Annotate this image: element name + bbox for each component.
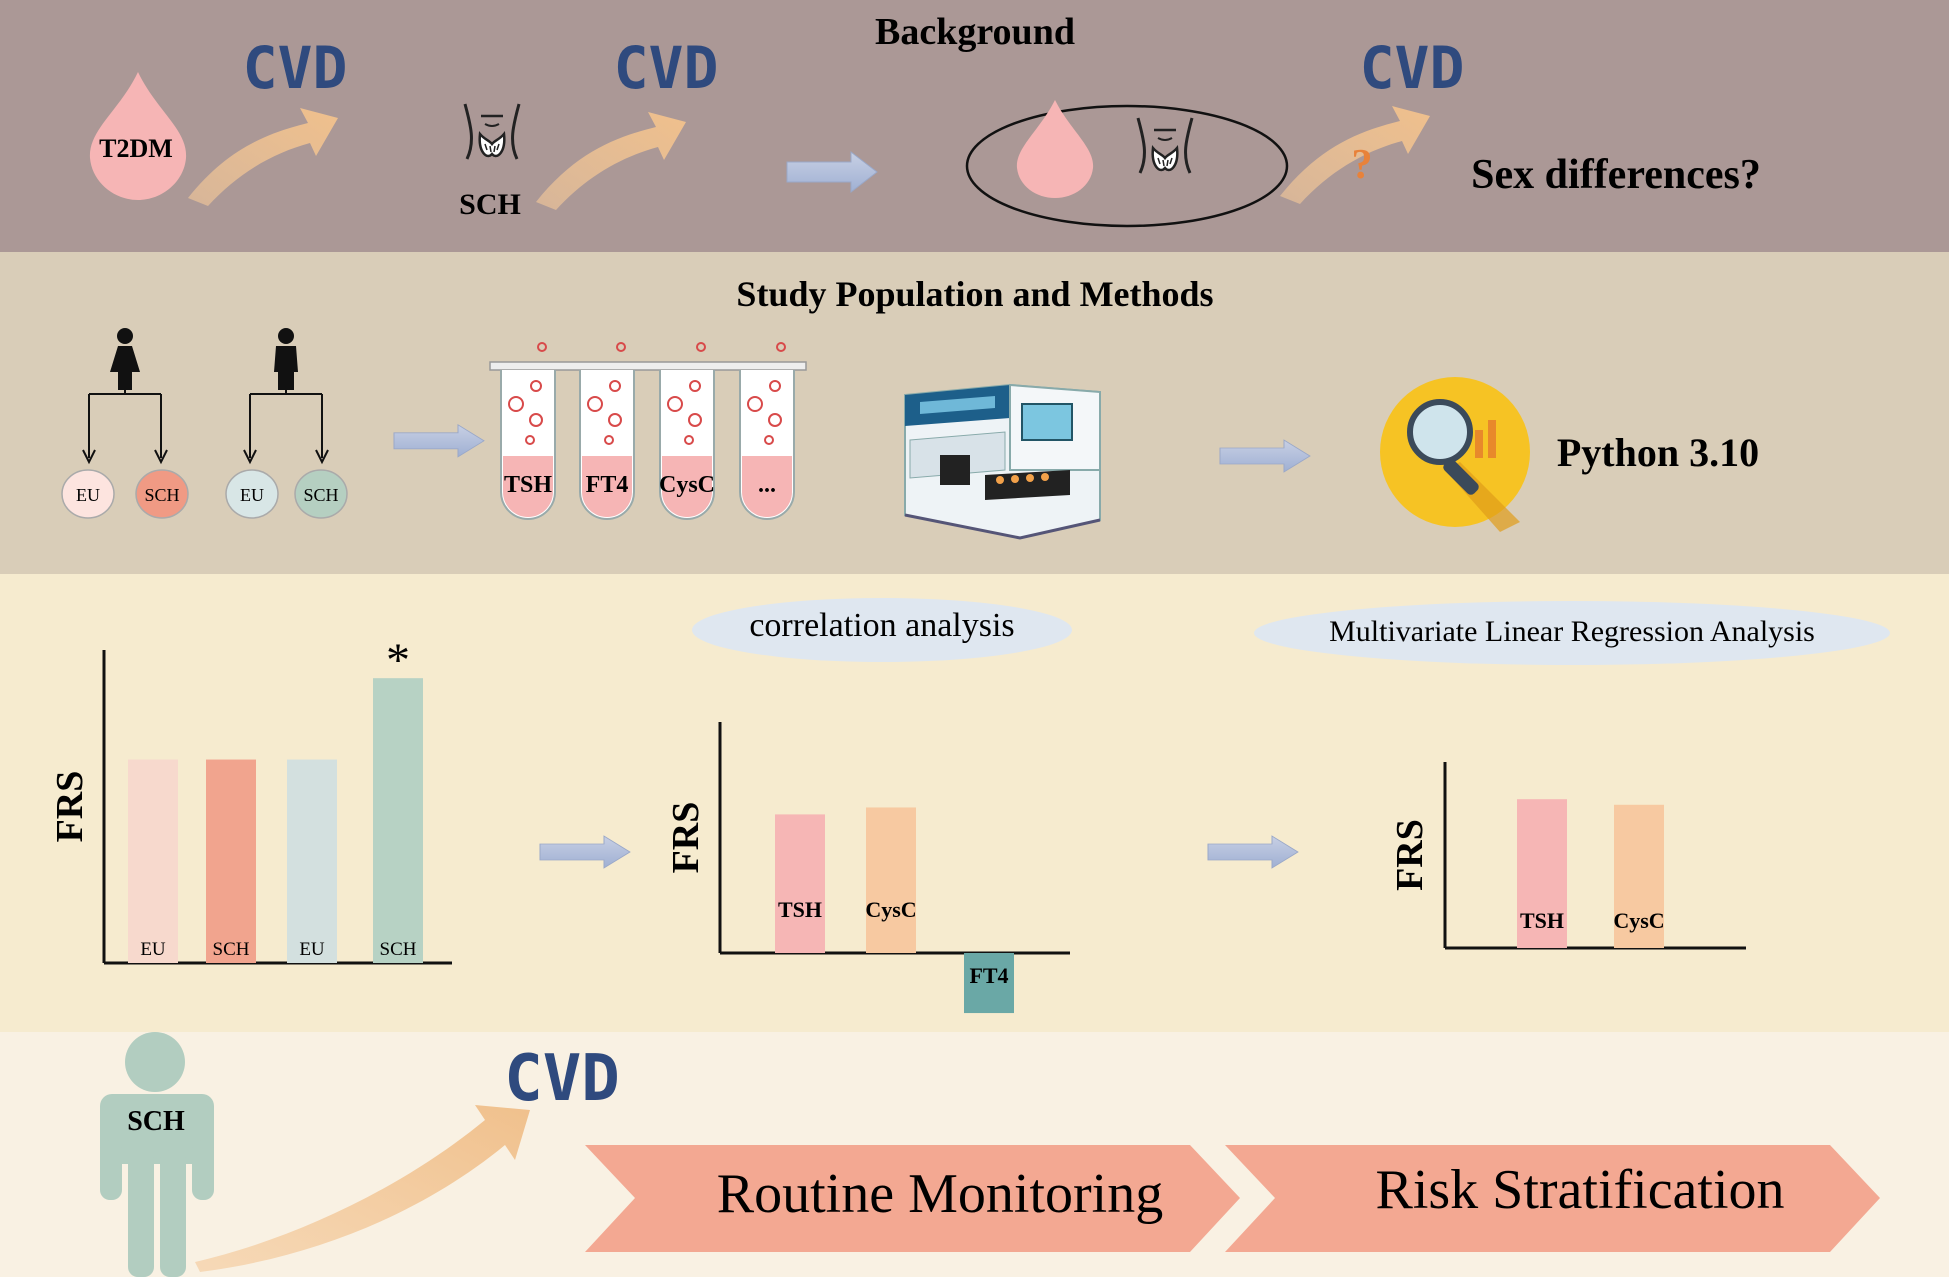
bar	[287, 759, 337, 963]
bubble-dot	[537, 342, 547, 352]
y-axis-label: FRS	[49, 771, 91, 843]
bubble-dot	[684, 435, 694, 445]
correlation-bubble	[692, 598, 1072, 662]
bubble-dot	[768, 413, 782, 427]
tube-liquid	[503, 456, 553, 517]
routine-monitoring-label: Routine Monitoring	[717, 1163, 1163, 1225]
bar	[206, 759, 256, 963]
sex-differences-label: Sex differences?	[1471, 152, 1761, 198]
bar-label: FT4	[969, 963, 1008, 988]
chart-frs-groups: FRS EU SCH EU SCH *	[49, 634, 452, 965]
bubble-dot	[530, 380, 542, 392]
bar-label: SCH	[213, 939, 250, 960]
routine-monitoring-chevron	[585, 1145, 1240, 1252]
risk-stratification-label: Risk Stratification	[1375, 1159, 1784, 1221]
bar	[1517, 799, 1567, 948]
group-bubble-sch	[135, 469, 189, 519]
analyzer-machine-icon	[904, 383, 1101, 540]
group-label: EU	[240, 485, 264, 505]
combination-ellipse	[965, 104, 1289, 228]
bar	[1614, 804, 1664, 948]
bar	[964, 953, 1014, 1014]
bar	[775, 814, 825, 953]
chart-regression: FRS TSH CysC	[1389, 762, 1746, 950]
question-mark-icon: ?	[1352, 142, 1373, 188]
tube-liquid	[742, 456, 792, 517]
methods-panel: Study Population and Methods EU SCH EU S…	[0, 252, 1949, 574]
male-icon	[274, 328, 298, 390]
drop-icon	[1016, 100, 1094, 198]
correlation-label: correlation analysis	[749, 607, 1014, 644]
t2dm-label: T2DM	[99, 134, 173, 163]
increase-arrow-icon	[195, 1105, 530, 1272]
bar-label: CysC	[865, 897, 916, 922]
python-label: Python 3.10	[1557, 430, 1759, 475]
background-title: Background	[875, 11, 1075, 53]
bubble-dot	[525, 435, 535, 445]
test-tubes: TSH FT4 CysC...	[500, 342, 795, 520]
bubble-dot	[688, 413, 702, 427]
significance-star: *	[386, 634, 410, 687]
female-icon	[110, 328, 140, 390]
bubble-dot	[604, 435, 614, 445]
person-icon	[100, 1032, 214, 1277]
tube-label: TSH	[504, 472, 552, 498]
bubble-dot	[508, 396, 524, 412]
y-axis-label: FRS	[1389, 819, 1431, 891]
methods-title: Study Population and Methods	[736, 274, 1213, 314]
tube-label: FT4	[586, 472, 629, 498]
regression-label: Multivariate Linear Regression Analysis	[1329, 615, 1815, 648]
chart-correlation: FRS TSH CysC FT4	[665, 722, 1070, 1014]
python-search-icon	[1380, 377, 1530, 532]
cvd-label: CVD	[504, 1042, 620, 1116]
bubble-dot	[696, 342, 706, 352]
bar-label: EU	[299, 939, 325, 960]
sch-label: SCH	[459, 188, 521, 221]
group-bubble-eu	[225, 469, 279, 519]
cvd-label: CVD	[1360, 34, 1465, 102]
person-sch-label: SCH	[127, 1106, 185, 1137]
group-bubble-eu	[61, 469, 115, 519]
bar-label: SCH	[380, 939, 417, 960]
bar	[866, 807, 916, 953]
drop-icon	[89, 72, 187, 200]
conclusion-panel: SCH CVD Routine Monitoring Risk Stratifi…	[0, 1032, 1949, 1277]
bubble-dot	[587, 396, 603, 412]
bubble-dot	[608, 413, 622, 427]
bubble-dot	[616, 342, 626, 352]
bubble-dot	[529, 413, 543, 427]
cvd-label: CVD	[614, 34, 719, 102]
tube-rack	[489, 361, 807, 371]
regression-bubble	[1254, 601, 1890, 665]
bar	[373, 678, 423, 963]
bar-label: TSH	[1520, 908, 1564, 933]
bubble-dot	[764, 435, 774, 445]
tube-label: ...	[758, 472, 776, 498]
tube-liquid	[662, 456, 712, 517]
bar	[128, 759, 178, 963]
group-label: SCH	[303, 485, 338, 505]
background-panel: Background T2DM CVD SCH CVD ? CVD Sex di…	[0, 0, 1949, 252]
bar-label: TSH	[778, 897, 822, 922]
group-label: SCH	[144, 485, 179, 505]
y-axis-label: FRS	[665, 802, 707, 874]
bubble-dot	[747, 396, 763, 412]
bubble-dot	[609, 380, 621, 392]
bubble-dot	[769, 380, 781, 392]
bar-label: EU	[140, 939, 166, 960]
group-bubble-sch	[294, 469, 348, 519]
risk-stratification-chevron	[1225, 1145, 1880, 1252]
bubble-dot	[689, 380, 701, 392]
cvd-label: CVD	[243, 34, 348, 102]
tube-label: CysC	[659, 472, 715, 498]
group-label: EU	[76, 485, 100, 505]
bar-label: CysC	[1613, 908, 1664, 933]
bubble-dot	[667, 396, 683, 412]
tube-liquid	[582, 456, 632, 517]
results-panel: correlation analysis Multivariate Linear…	[0, 574, 1949, 1032]
bubble-dot	[776, 342, 786, 352]
